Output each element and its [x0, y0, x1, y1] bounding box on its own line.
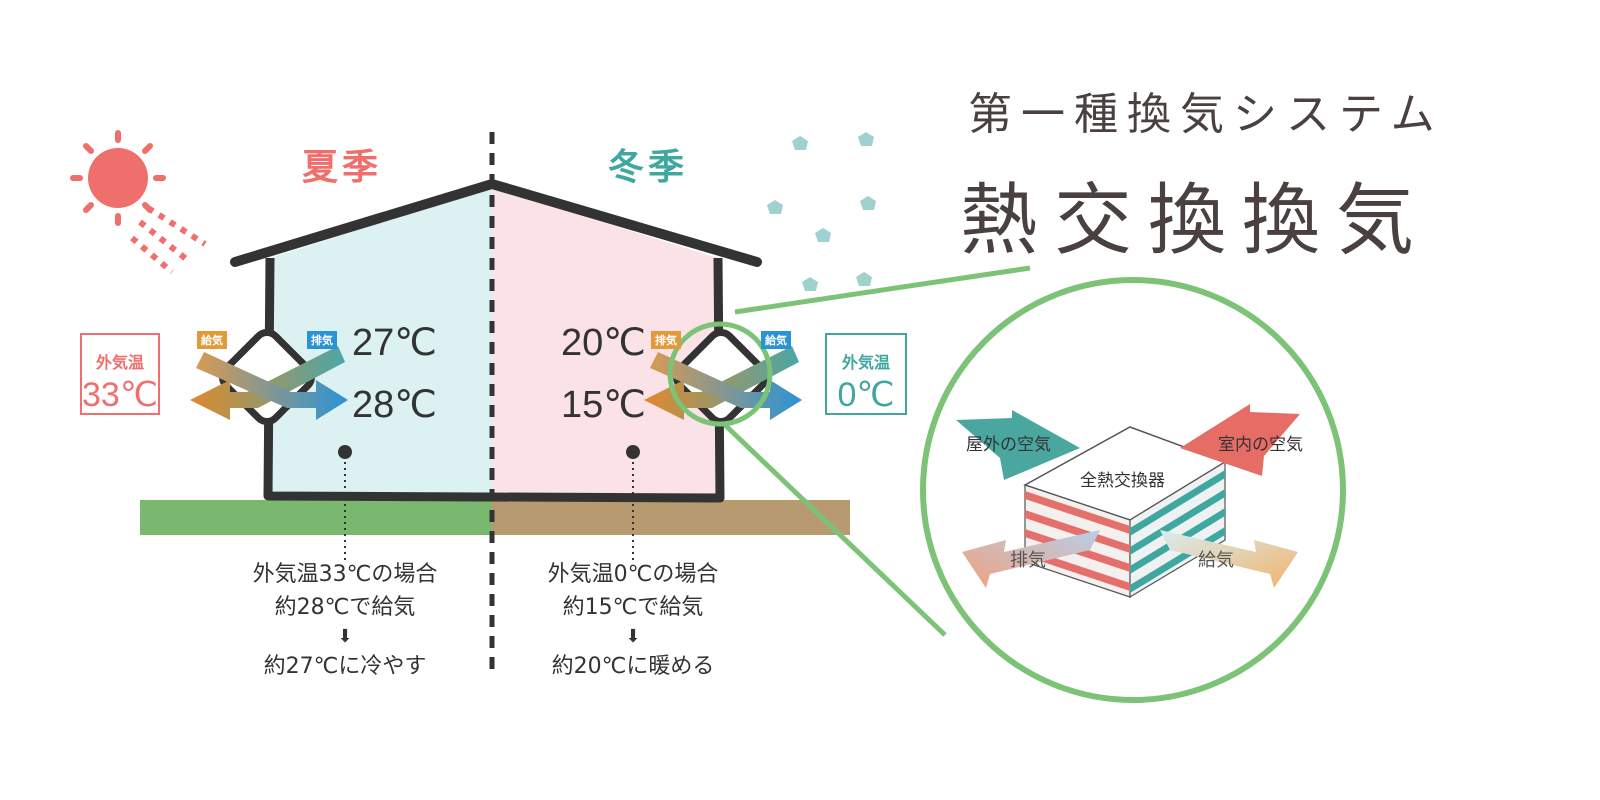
summer-note-arrow: ⬇ [337, 626, 353, 647]
ground-summer [140, 500, 492, 535]
zoom-leader-top [734, 265, 1031, 315]
heat-exchanger-icon [956, 404, 1300, 599]
summer-supply-tag: 給気 [197, 331, 227, 349]
system-subtitle: 第一種換気システム [968, 89, 1444, 140]
summer-outdoor-temp: 33℃ [82, 376, 159, 414]
winter-exhaust-tag: 排気 [651, 331, 681, 349]
winter-note: 外気温0℃の場合 約15℃で給気 ⬇ 約20℃に暖める [483, 558, 783, 683]
summer-supply-temp: 28℃ [352, 384, 437, 426]
snowflake-icon [767, 132, 876, 291]
system-title: 熱交換換気 [960, 176, 1431, 266]
summer-label: 夏季 [302, 147, 383, 188]
summer-heat-exchanger-icon [190, 328, 348, 426]
winter-label: 冬季 [608, 147, 689, 188]
winter-heat-exchanger-icon [644, 328, 802, 426]
summer-note-leader [338, 445, 352, 560]
summer-note-line2: 約28℃で給気 [274, 595, 416, 620]
house-winter-interior [492, 188, 718, 496]
outdoor-air-label: 屋外の空気 [966, 435, 1051, 455]
sun-icon [70, 130, 207, 275]
winter-note-line1: 外気温0℃の場合 [547, 562, 719, 587]
summer-note-line1: 外気温33℃の場合 [252, 562, 438, 587]
ground-winter [492, 500, 850, 535]
winter-supply-tag: 給気 [761, 331, 791, 349]
winter-note-line2: 約15℃で給気 [562, 595, 704, 620]
supply-label: 給気 [1198, 550, 1234, 571]
winter-note-leader [626, 445, 640, 560]
winter-outdoor-label: 外気温 [841, 353, 890, 372]
indoor-air-label: 室内の空気 [1218, 435, 1303, 455]
winter-note-arrow: ⬇ [625, 626, 641, 647]
zoom-leader-bottom [723, 423, 947, 637]
summer-outdoor-temp-box: 外気温 33℃ [80, 333, 160, 415]
summer-note: 外気温33℃の場合 約28℃で給気 ⬇ 約27℃に冷やす [195, 558, 495, 683]
winter-note-line3: 約20℃に暖める [551, 654, 715, 679]
winter-outdoor-temp-box: 外気温 0℃ [825, 333, 907, 415]
zoom-source-ring [667, 321, 773, 427]
winter-outdoor-temp: 0℃ [837, 376, 895, 414]
summer-indoor-temp: 27℃ [352, 322, 437, 364]
summer-outdoor-label: 外気温 [95, 353, 144, 372]
summer-note-line3: 約27℃に冷やす [263, 654, 427, 679]
house-summer-interior [270, 188, 492, 496]
core-label: 全熱交換器 [1080, 471, 1165, 491]
winter-supply-temp: 15℃ [561, 384, 646, 426]
winter-indoor-temp: 20℃ [561, 322, 646, 364]
exhaust-label: 排気 [1010, 550, 1046, 571]
summer-exhaust-tag: 排気 [307, 331, 337, 349]
